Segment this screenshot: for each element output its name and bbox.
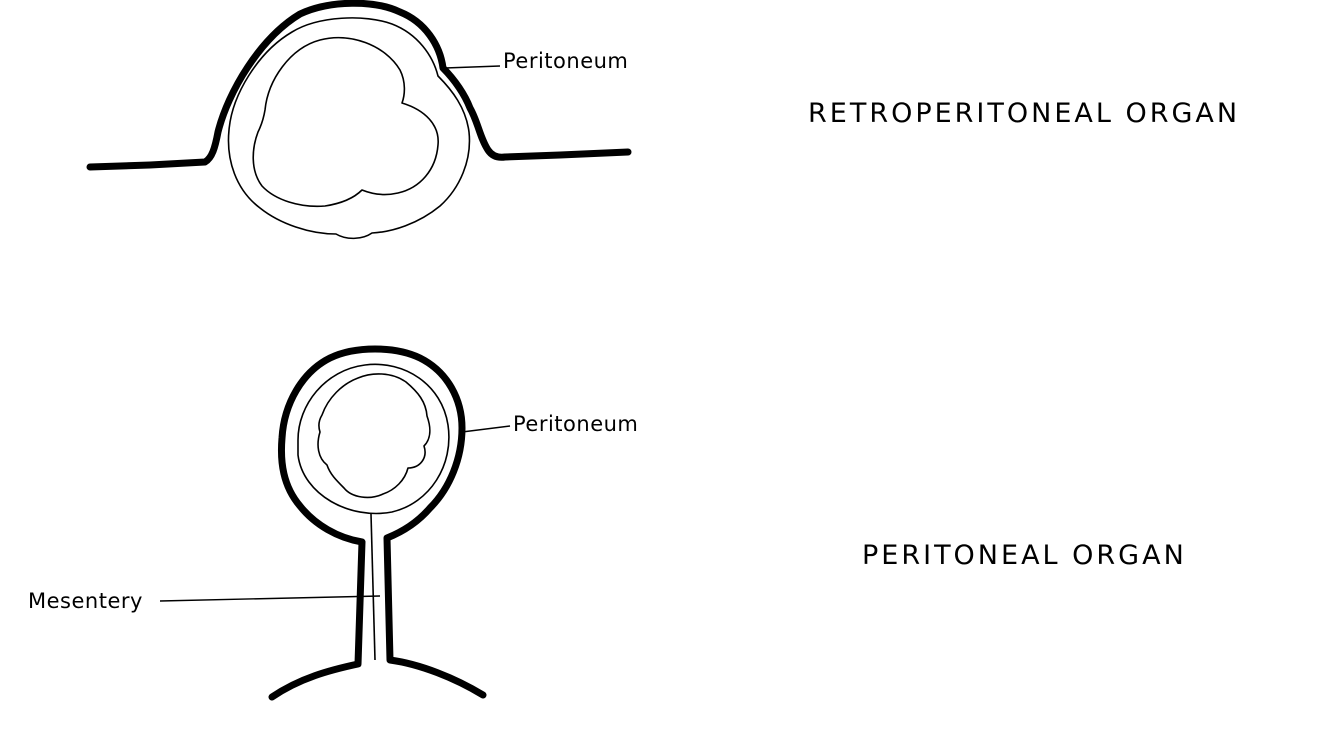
retroperitoneal-organ-lumen [252,36,439,208]
mesentery-leader [159,595,381,602]
retroperitoneal-organ-outer-wall [227,17,471,240]
retroperitoneal-peritoneum-line [86,0,632,171]
retroperitoneal-illustration: Peritoneum RETROPERITONEAL ORGAN [86,0,1240,240]
mesentery-inner-line [370,513,376,661]
mesentery-label: Mesentery [28,589,143,613]
retroperitoneal-organ-title: RETROPERITONEAL ORGAN [808,98,1240,129]
peritoneal-organ-lumen [317,373,431,499]
peritoneal-organ-title: PERITONEAL ORGAN [862,540,1187,571]
peritoneal-peritoneum-line [268,345,487,701]
retroperitoneal-peritoneum-leader [444,65,501,69]
peritoneal-organ-outer-wall [297,363,450,515]
peritoneal-peritoneum-label: Peritoneum [513,412,638,436]
peritoneal-peritoneum-leader [461,425,511,433]
peritoneal-illustration: Peritoneum Mesentery PERITONEAL ORGAN [28,345,1187,701]
retroperitoneal-peritoneum-label: Peritoneum [503,49,628,73]
